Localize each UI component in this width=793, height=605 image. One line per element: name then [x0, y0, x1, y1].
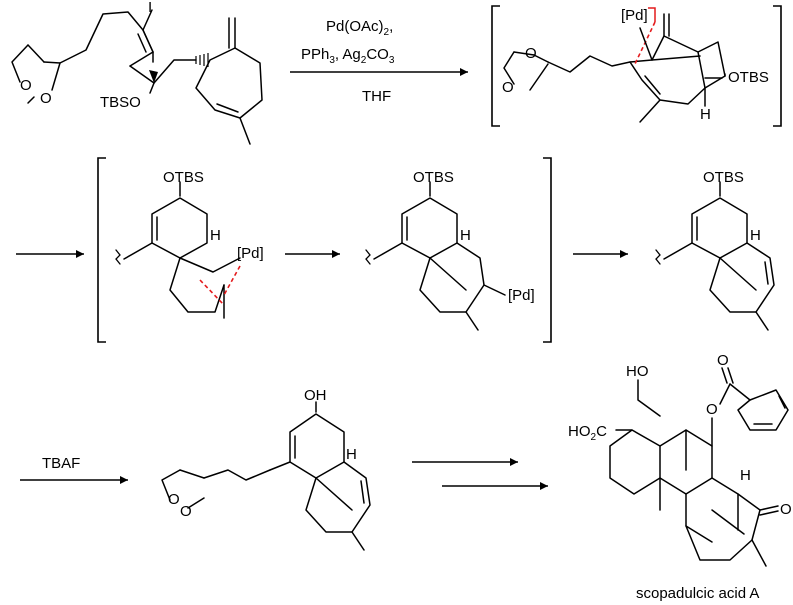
cycloheptene-ring [195, 17, 263, 145]
hash-bond [195, 53, 209, 67]
h-label: H [346, 446, 357, 463]
intermediate-3: OTBS H [Pd] [365, 157, 552, 343]
otbs-label: OTBS [413, 169, 454, 186]
carbonyl-oxygen-label: O [717, 352, 729, 369]
otbs-label: OTBS [728, 69, 769, 86]
intermediate-2: OTBS H [Pd] [97, 157, 264, 343]
ester-oxygen-label: O [706, 401, 718, 418]
pd-label: [Pd] [237, 245, 264, 262]
starting-material: O O I TBSO [11, 0, 263, 145]
h-label: H [740, 467, 751, 484]
ho2c-label: HO2C [568, 423, 607, 443]
ketone-oxygen-label: O [780, 501, 792, 518]
solvent-thf: THF [362, 88, 391, 105]
oxygen-label: O [40, 90, 52, 107]
h-label: H [750, 227, 761, 244]
scopadulcic-acid-a: HO HO2C O H O O scopadulcic acid A [568, 352, 792, 602]
reagent-pph3-ag2co3: PPh3, Ag2CO3 [301, 46, 395, 66]
alcohol-product: O O OH H [161, 387, 371, 551]
wedge-bond [149, 70, 158, 83]
otbs-label: OTBS [163, 169, 204, 186]
oxygen-label: O [168, 491, 180, 508]
tbso-label: TBSO [100, 94, 141, 111]
h-label: H [460, 227, 471, 244]
reagent-tbaf: TBAF [42, 455, 80, 472]
iodine-label: I [148, 0, 152, 16]
oxygen-label: O [502, 79, 514, 96]
tricyclic-product-otbs: OTBS H [655, 169, 775, 331]
oxygen-label: O [525, 45, 537, 62]
oxygen-label: O [20, 77, 32, 94]
oh-label: OH [304, 387, 327, 404]
pd-label: [Pd] [621, 7, 648, 24]
otbs-label: OTBS [703, 169, 744, 186]
intermediate-1: O O H OTBS [Pd] [491, 5, 782, 127]
product-name: scopadulcic acid A [636, 585, 759, 602]
oxygen-label: O [180, 503, 192, 520]
reagent-pd-oac: Pd(OAc)2, [326, 18, 393, 38]
h-label: H [210, 227, 221, 244]
ho-label: HO [626, 363, 649, 380]
pd-label: [Pd] [508, 287, 535, 304]
dioxolane-ring [11, 44, 61, 104]
h-label: H [700, 106, 711, 123]
